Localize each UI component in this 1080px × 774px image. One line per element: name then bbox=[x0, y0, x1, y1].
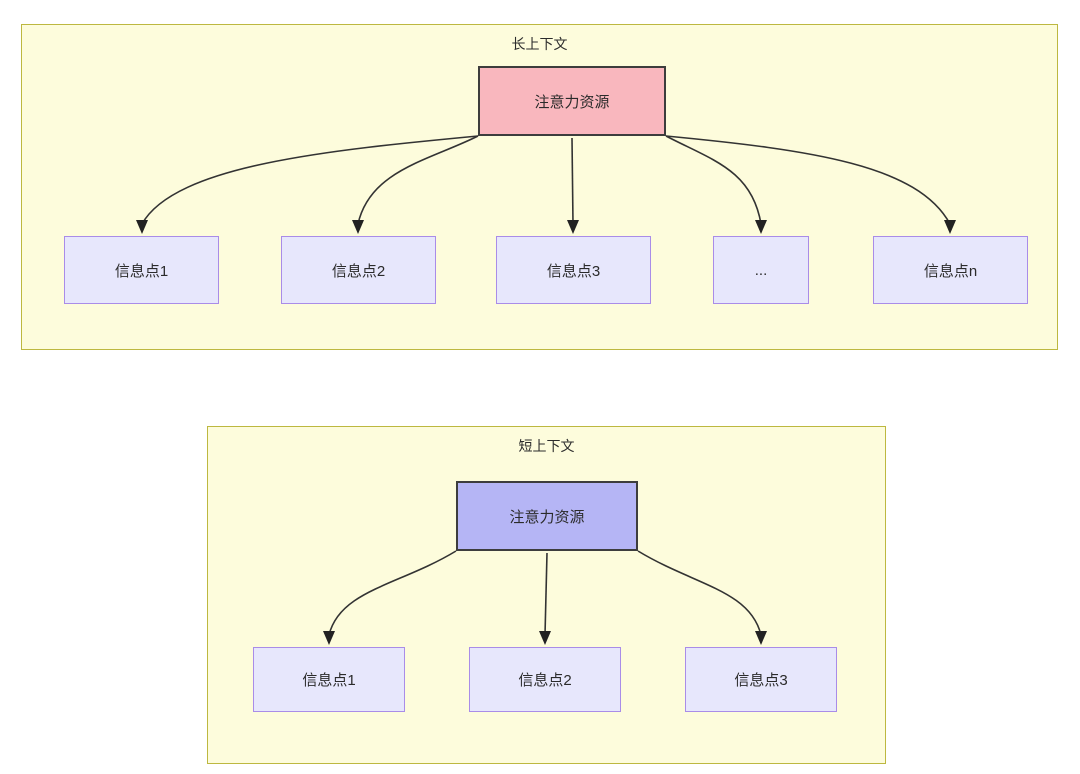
node-short-info-1[interactable]: 信息点1 bbox=[253, 647, 405, 712]
node-label: 信息点3 bbox=[734, 672, 788, 689]
node-short-info-3[interactable]: 信息点3 bbox=[685, 647, 837, 712]
node-label: 注意力资源 bbox=[509, 508, 585, 526]
node-long-info-2[interactable]: 信息点2 bbox=[281, 236, 436, 304]
node-long-attention-resource[interactable]: 注意力资源 bbox=[478, 66, 666, 136]
node-label: 注意力资源 bbox=[534, 93, 610, 111]
node-long-info-1[interactable]: 信息点1 bbox=[64, 236, 219, 304]
group-short-context-title: 短上下文 bbox=[518, 438, 575, 454]
node-label: 信息点3 bbox=[546, 262, 601, 280]
node-long-info-ellipsis[interactable]: ... bbox=[713, 236, 809, 304]
node-label: 信息点2 bbox=[331, 262, 386, 280]
group-long-context-title: 长上下文 bbox=[511, 36, 568, 52]
node-label: 信息点n bbox=[923, 262, 978, 280]
node-short-info-2[interactable]: 信息点2 bbox=[469, 647, 621, 712]
node-label: 信息点1 bbox=[114, 262, 169, 280]
group-short-context: 短上下文 bbox=[207, 426, 886, 764]
node-label: 信息点2 bbox=[518, 672, 572, 689]
node-label: ... bbox=[754, 261, 768, 279]
node-long-info-3[interactable]: 信息点3 bbox=[496, 236, 651, 304]
node-label: 信息点1 bbox=[302, 672, 356, 689]
node-short-attention-resource[interactable]: 注意力资源 bbox=[456, 481, 638, 551]
node-long-info-n[interactable]: 信息点n bbox=[873, 236, 1028, 304]
